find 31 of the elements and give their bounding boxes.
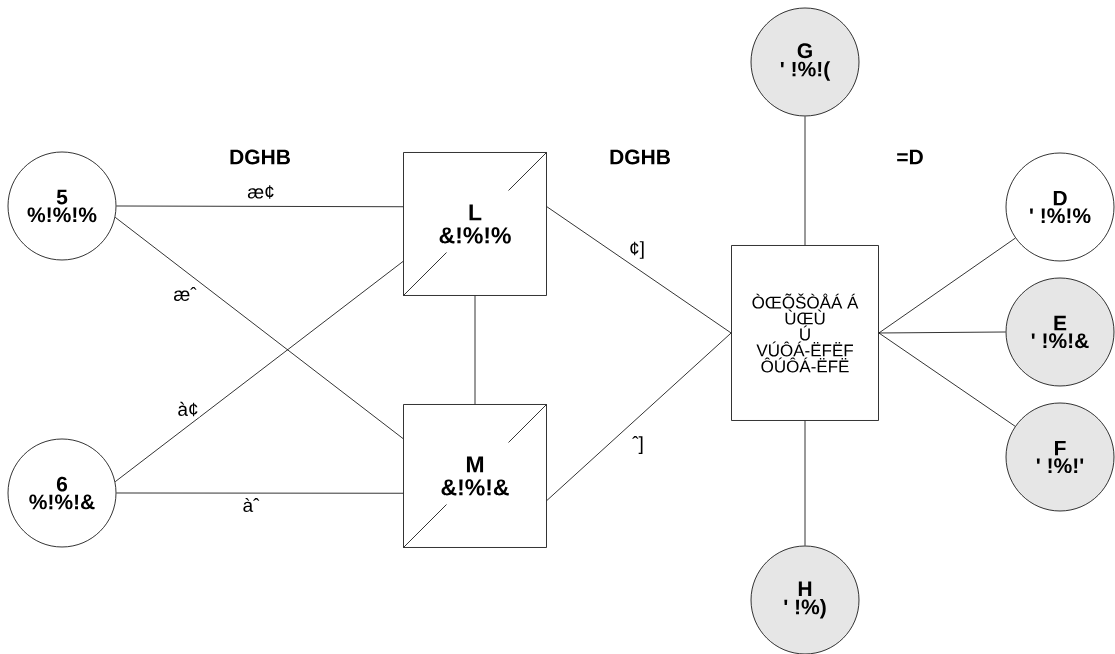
circle-node: 5 %!%!% [7, 151, 117, 261]
connector-line [878, 331, 1006, 334]
connector-line [114, 216, 404, 439]
connector-line [116, 205, 404, 208]
edge-label: æˆ [172, 286, 198, 302]
split-square-box: M &!%!& [403, 404, 547, 548]
edge-label: ¢] [628, 240, 646, 260]
edge-label: àˆ [241, 496, 261, 514]
connector-line [546, 332, 732, 501]
circle-node: D ' !%!% [1005, 152, 1115, 262]
circle-node: E ' !%!& [1005, 277, 1115, 387]
connector-line [878, 332, 1016, 427]
edge-label: æ¢ [246, 184, 276, 200]
circle-node: 6 %!%!& [7, 438, 117, 548]
column-heading: DGHB [230, 149, 290, 165]
process-box: ÒŒÕŠÒÅÁ Á ÙŒÙ Ú VÚÔÁ-ËFËF ÔÚÔÁ-ËFË [731, 245, 879, 421]
edge-label: ˆ] [631, 435, 645, 455]
edge-label: à¢ [176, 400, 200, 418]
circle-node: F ' !%!' [1005, 402, 1115, 512]
column-heading: =D [897, 149, 923, 165]
connector-line [546, 206, 732, 334]
circle-node: H ' !%) [750, 545, 860, 654]
connector-line [804, 116, 806, 246]
connector-line [878, 237, 1016, 334]
split-square-box: L &!%!% [403, 152, 547, 296]
connector-line [116, 492, 404, 494]
circle-node: G ' !%!( [750, 7, 860, 117]
connector-line [804, 420, 806, 546]
column-heading: DGHB [610, 149, 670, 165]
connector-line [474, 295, 476, 405]
connector-line [114, 261, 404, 483]
